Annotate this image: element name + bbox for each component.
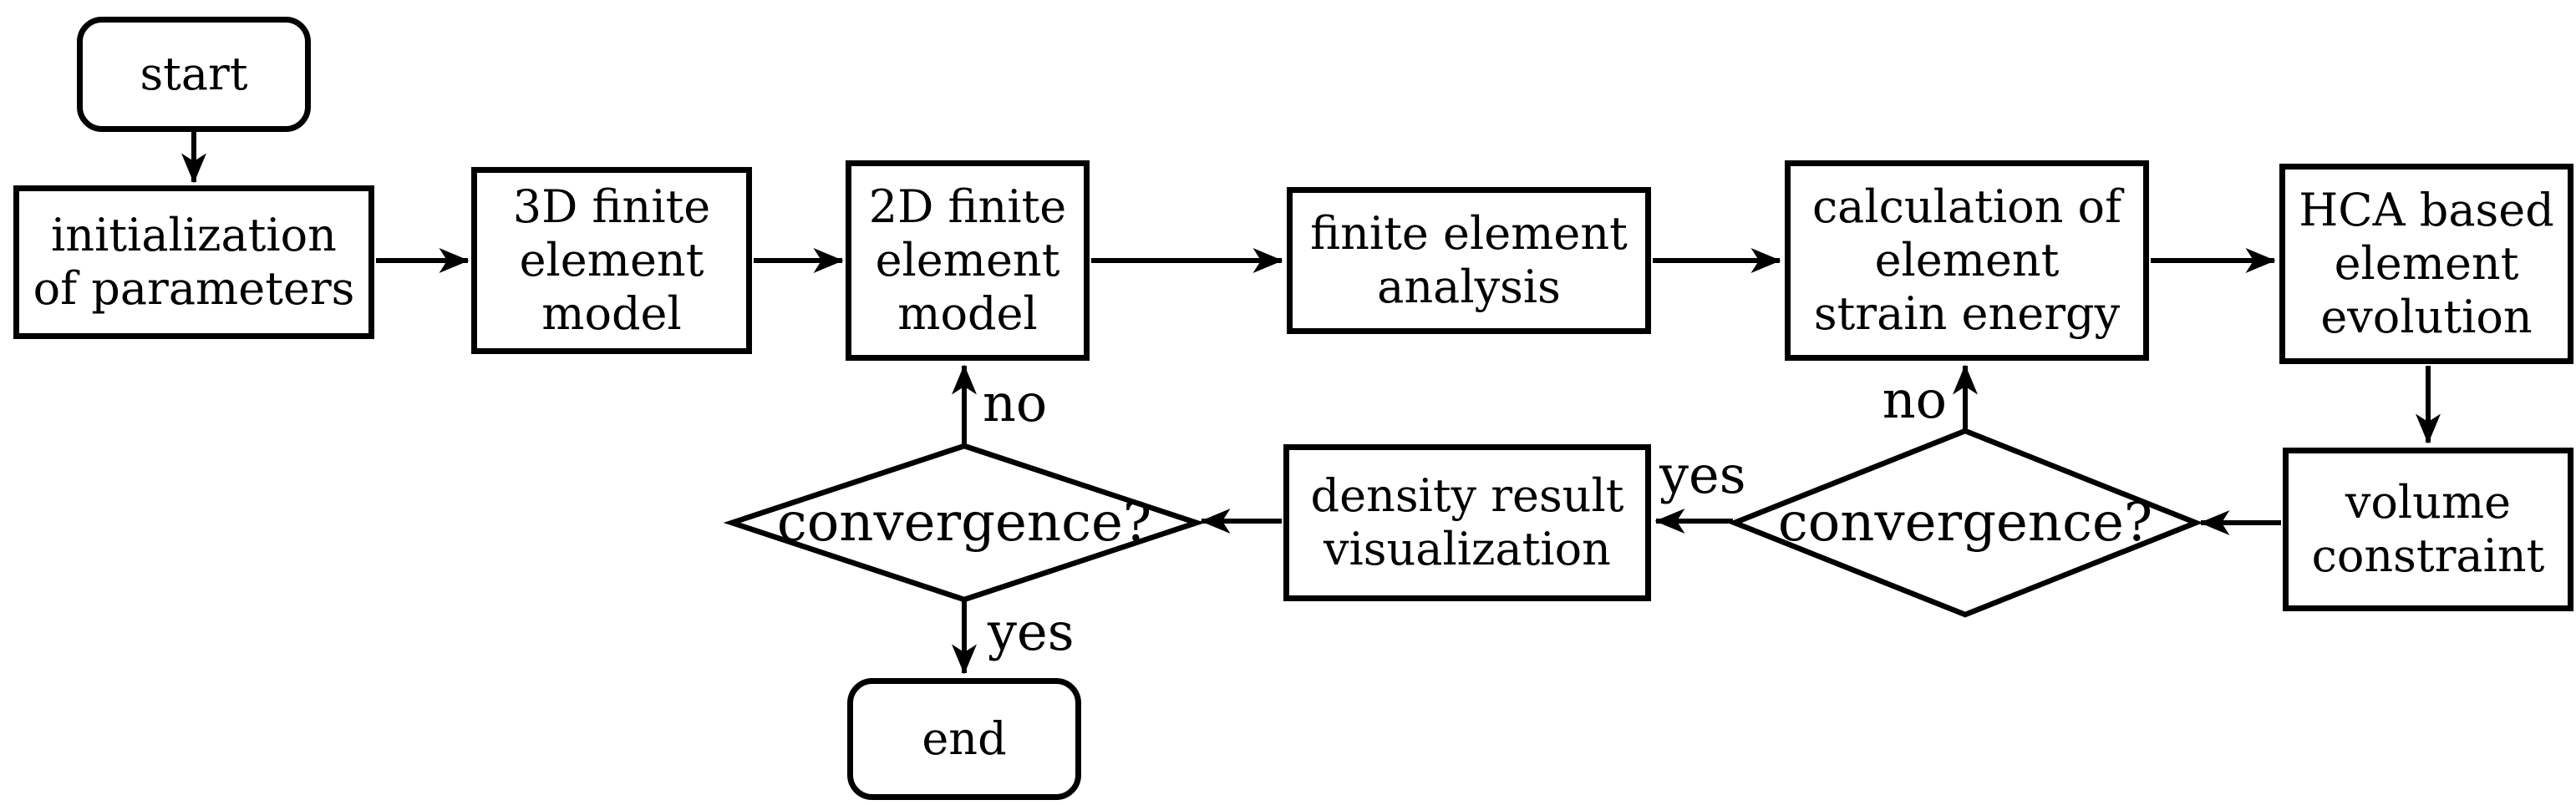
diamond-convergence-left [723, 443, 1206, 603]
node-density-result-visualization: density result visualization [1283, 444, 1651, 601]
node-3d-finite-element-model: 3D finite element model [471, 167, 752, 354]
node-2d-finite-element-model: 2D finite element model [846, 160, 1090, 361]
label-yes-convergence-right: yes [1659, 444, 1746, 505]
node-initialization-of-parameters: initialization of parameters [13, 185, 374, 339]
node-calculation-of-element-strain-energy: calculation of element strain energy [1785, 160, 2149, 361]
node-volume-constraint: volume constraint [2283, 448, 2573, 611]
label-no-convergence-right: no [1882, 369, 1947, 430]
node-start: start [77, 17, 311, 132]
node-hca-based-element-evolution: HCA based element evolution [2279, 164, 2573, 364]
node-end: end [847, 678, 1081, 800]
label-yes-convergence-left: yes [988, 601, 1075, 662]
label-no-convergence-left: no [983, 372, 1048, 433]
node-finite-element-analysis: finite element analysis [1287, 187, 1651, 334]
diamond-convergence-right [1727, 428, 2203, 618]
